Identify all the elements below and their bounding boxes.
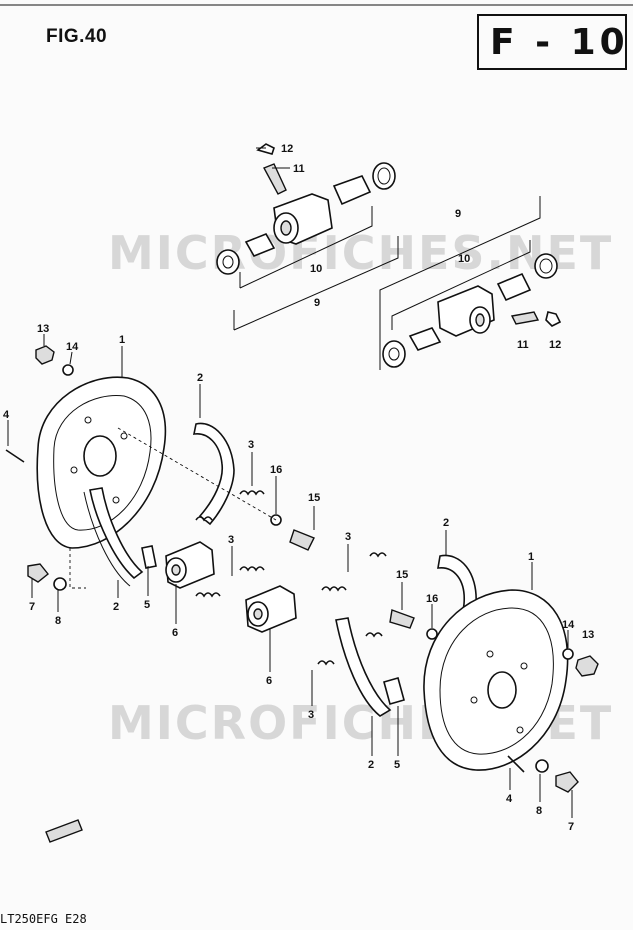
model-code: LT250EFG E28 (0, 912, 87, 926)
bolt-4-left (5, 449, 25, 463)
brake-panel-left (5, 345, 167, 591)
bleeder-screw-right (510, 311, 540, 325)
bolt-7-right (555, 771, 579, 793)
bolt-4-right (507, 755, 525, 773)
washer-16-right (426, 628, 438, 640)
spring-3-f (369, 552, 387, 558)
callout-4-right: 4 (506, 793, 513, 805)
callout-15-right: 15 (396, 569, 408, 581)
callout-6-right: 6 (266, 675, 272, 687)
callout-2-upper-left: 2 (197, 372, 203, 384)
callout-1-right: 1 (528, 551, 534, 563)
callout-10-upper: 10 (310, 263, 322, 275)
callout-4-left: 4 (3, 409, 10, 421)
callout-15-left: 15 (308, 492, 320, 504)
bolt-7-left (27, 563, 49, 583)
brake-shoe-left-lower (89, 487, 144, 580)
brake-shoe-left-upper (192, 422, 235, 526)
callout-13-left: 13 (37, 323, 49, 335)
callout-14-right: 14 (562, 619, 575, 631)
callout-8-left: 8 (55, 615, 61, 627)
bolt-15-right (389, 609, 415, 629)
front-direction-arrow-icon (45, 819, 83, 843)
spring-3-b (195, 516, 213, 522)
callout-9-upper: 9 (314, 297, 320, 309)
callout-14-left: 14 (66, 341, 79, 353)
piston-right-lower (496, 272, 532, 302)
piston-left-lower (408, 327, 442, 351)
wheel-cylinder-assembly-left (216, 143, 399, 331)
callout-3-c: 3 (345, 531, 351, 543)
brake-shoe-right-lower (335, 617, 392, 717)
washer-8-left (53, 577, 67, 591)
boot-left-upper (216, 249, 240, 275)
callout-5-right: 5 (394, 759, 400, 771)
callout-7-right: 7 (568, 821, 574, 833)
section-code: F - 10 (490, 22, 629, 63)
boot-right-lower (534, 253, 558, 279)
wheel-cylinder-assembly-right (379, 196, 562, 370)
section-code-box (477, 14, 627, 70)
spring-3-e (321, 586, 347, 592)
piston-left-upper (244, 232, 276, 258)
hub-hole-left (83, 435, 117, 477)
callout-9-right: 9 (455, 208, 461, 220)
brake-panel-right (423, 589, 599, 793)
callout-3-b: 3 (228, 534, 234, 546)
callout-8-right: 8 (536, 805, 542, 817)
callout-13-right: 13 (582, 629, 594, 641)
bleeder-screw-left (263, 163, 287, 195)
piston-right-upper (332, 175, 372, 206)
boot-left-lower (382, 340, 406, 368)
bleeder-cap-right (545, 311, 562, 327)
callout-12-upper: 12 (281, 143, 293, 155)
callout-2-lower-left: 2 (113, 601, 119, 613)
callout-1-left: 1 (119, 334, 125, 346)
callout-2-lower-right: 2 (368, 759, 374, 771)
callout-10-right: 10 (458, 253, 470, 265)
spring-3-a (239, 490, 265, 496)
callout-5-left: 5 (144, 599, 150, 611)
spring-3-d (239, 566, 265, 572)
shoe-pin-5-right (383, 677, 405, 705)
bleeder-cap-left (256, 143, 275, 155)
callout-16-left: 16 (270, 464, 282, 476)
callout-3-a: 3 (248, 439, 254, 451)
callout-3-h: 3 (308, 709, 314, 721)
callout-11-upper: 11 (293, 163, 305, 175)
callout-6-left: 6 (172, 627, 178, 639)
boot-right-upper (372, 162, 396, 190)
callout-2-upper-right: 2 (443, 517, 449, 529)
callout-12-right: 12 (549, 339, 561, 351)
bolt-13-right (575, 655, 599, 677)
spring-3-h (317, 660, 335, 666)
bolt-15-left (289, 529, 315, 551)
washer-8-right (535, 759, 549, 773)
washer-14-left (62, 364, 74, 376)
spring-3-g (365, 632, 383, 638)
hub-hole-right (487, 671, 517, 709)
callout-16-right: 16 (426, 593, 438, 605)
figure-label: FIG.40 (46, 26, 108, 47)
callout-7-left: 7 (29, 601, 35, 613)
callout-11-right: 11 (517, 339, 529, 351)
bolt-13-left (35, 345, 55, 365)
washer-14-right (562, 648, 574, 660)
spring-3-c (195, 592, 221, 598)
shoe-pin-5-left (141, 545, 157, 569)
